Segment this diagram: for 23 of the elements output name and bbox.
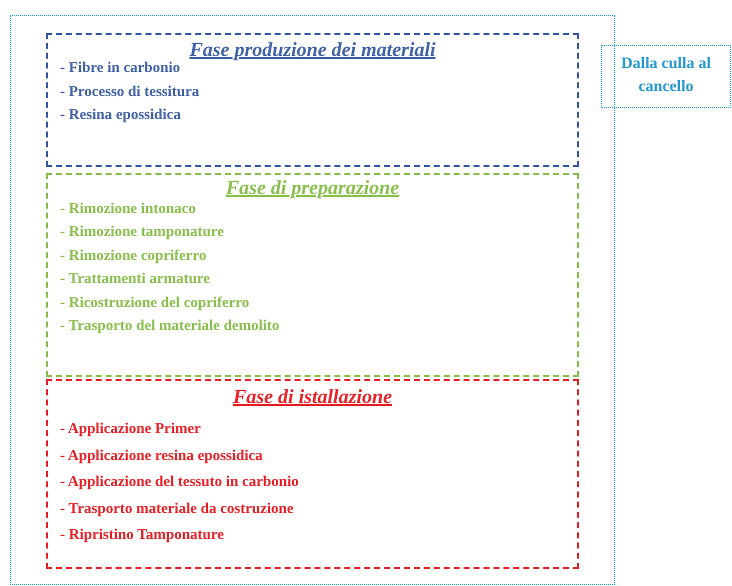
phase-box — [46, 379, 579, 569]
activity-item: - Applicazione resina epossidica — [60, 448, 263, 464]
activity-item: - Applicazione Primer — [60, 421, 201, 438]
activity-item: - Trattamenti armature — [60, 271, 210, 288]
activity-item: - Applicazione del tessuto in carbonio — [60, 474, 299, 491]
activity-item: - Fibre in carbonio — [60, 60, 180, 77]
phase-box — [46, 33, 579, 167]
activity-item: - Rimozione intonaco — [60, 201, 196, 218]
label-box — [601, 45, 731, 108]
activity-item: - Processo di tessitura — [60, 84, 200, 100]
activity-item: - Trasporto materiale da costruzione — [60, 500, 294, 518]
activity-item: - Rimozione copriferro — [60, 248, 206, 265]
phase-box — [46, 173, 579, 377]
phase-heading: Fase di preparazione — [226, 177, 400, 200]
phase-heading: Fase di istallazione — [233, 386, 392, 409]
activity-item: - Ripristino Tamponature — [60, 527, 224, 544]
activity-item: - Rimozione tamponature — [60, 224, 224, 242]
scope-label: Dalla culla al cancello — [620, 54, 712, 97]
phase-heading: Fase produzione dei materiali — [189, 39, 436, 62]
activity-item: - Resina epossidica — [60, 107, 181, 124]
activity-item: - Ricostruzione del copriferro — [60, 294, 250, 312]
activity-item: - Trasporto del materiale demolito — [60, 318, 280, 335]
boundary-box — [10, 15, 615, 585]
